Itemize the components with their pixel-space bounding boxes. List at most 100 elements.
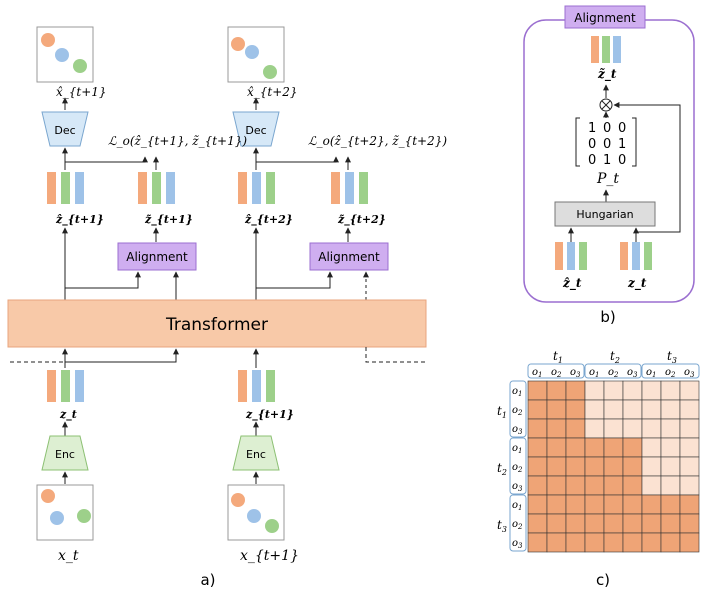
mask-cell: [622, 380, 643, 401]
recon-label-left: x̂_{t+1}: [56, 85, 107, 99]
mask-cell: [565, 475, 586, 496]
transformer-block: Transformer: [7, 299, 427, 348]
object-row-label: o3: [512, 424, 523, 436]
attention-mask-grid: [527, 380, 700, 553]
object-col-label: o2: [551, 367, 562, 379]
multiply-icon: [599, 98, 613, 112]
mask-cell: [660, 494, 681, 515]
panel-a-label: a): [200, 571, 215, 589]
mask-cell: [584, 513, 605, 534]
input-image-right: [227, 484, 285, 541]
mask-cell: [622, 399, 643, 420]
slots-ztilde-output: [591, 36, 621, 63]
alignment-box-right: Alignment: [309, 242, 389, 271]
encoder-right: Enc: [232, 435, 280, 471]
mask-cell: [527, 399, 548, 420]
mask-cell: [641, 532, 662, 553]
object-row-label: o2: [512, 462, 523, 474]
mask-cell: [679, 456, 700, 477]
object-col-label: o3: [684, 367, 695, 379]
mask-cell: [565, 418, 586, 439]
mask-cell: [527, 418, 548, 439]
mask-cell: [565, 456, 586, 477]
mask-cell: [565, 532, 586, 553]
mask-cell: [565, 494, 586, 515]
input-image-left: [36, 484, 94, 541]
object-col-label: o3: [570, 367, 581, 379]
matrix-cell: 0: [603, 121, 611, 136]
mask-cell: [527, 475, 548, 496]
matrix-cell: 0: [618, 121, 626, 136]
mask-cell: [546, 532, 567, 553]
dec-label: Dec: [245, 124, 266, 137]
matrix-cell: 0: [588, 137, 596, 152]
slots-z-input: [620, 242, 652, 270]
loss-left: ℒ_o(ẑ_{t+1}, z̃_{t+1}): [108, 134, 247, 148]
object-col-label: o1: [646, 367, 657, 379]
mask-cell: [660, 380, 681, 401]
zhat-right-label: ẑ_{t+2}: [244, 213, 293, 227]
mask-cell: [641, 494, 662, 515]
mask-cell: [546, 456, 567, 477]
panel-c-label: c): [596, 571, 610, 589]
mask-cell: [641, 475, 662, 496]
transformer-label: Transformer: [165, 315, 268, 335]
loss-right: ℒ_o(ẑ_{t+2}, z̃_{t+2}): [308, 134, 447, 148]
slots-zhat-input: [555, 242, 587, 270]
matrix-cell: 1: [603, 153, 611, 168]
permutation-matrix: 1 0 0 0 0 1 0 1 0: [575, 117, 637, 168]
matrix-cell: 0: [618, 153, 626, 168]
encoder-left: Enc: [41, 435, 89, 471]
ztilde-left-label: z̃_{t+1}: [144, 213, 193, 227]
alignment-label: Alignment: [318, 250, 380, 264]
mask-cell: [565, 399, 586, 420]
mask-cell: [565, 380, 586, 401]
mask-cell: [603, 494, 624, 515]
object-row-label: o2: [512, 405, 523, 417]
mask-cell: [603, 513, 624, 534]
mask-cell: [660, 532, 681, 553]
mask-cell: [546, 418, 567, 439]
object-col-label: o2: [608, 367, 619, 379]
mask-cell: [679, 380, 700, 401]
mask-cell: [584, 380, 605, 401]
mask-cell: [622, 513, 643, 534]
alignment-title: Alignment: [574, 11, 636, 25]
object-row-label: o1: [512, 443, 523, 455]
mask-cell: [584, 418, 605, 439]
mask-cell: [660, 399, 681, 420]
slots-z-left: [47, 370, 84, 402]
mask-cell: [641, 418, 662, 439]
mask-cell: [584, 456, 605, 477]
recon-label-right: x̂_{t+2}: [247, 85, 298, 99]
object-col-label: o1: [532, 367, 543, 379]
mask-cell: [584, 437, 605, 458]
mask-cell: [527, 456, 548, 477]
recon-image-right: [227, 26, 285, 83]
alignment-box-left: Alignment: [117, 242, 197, 271]
time-label-t1: t1: [553, 349, 563, 365]
mask-cell: [546, 513, 567, 534]
mask-cell: [679, 475, 700, 496]
mask-cell: [603, 456, 624, 477]
object-col-label: o1: [589, 367, 600, 379]
mask-cell: [603, 437, 624, 458]
mask-cell: [622, 475, 643, 496]
mask-cell: [660, 418, 681, 439]
z-left-label: z_t: [59, 408, 77, 422]
enc-label: Enc: [246, 448, 266, 461]
mask-cell: [546, 475, 567, 496]
mask-cell: [603, 532, 624, 553]
mask-cell: [660, 437, 681, 458]
mask-cell: [603, 399, 624, 420]
slots-z-right: [238, 370, 275, 402]
mask-cell: [527, 380, 548, 401]
panel-a: x̂_{t+1} x̂_{t+2} Dec Dec ℒ_o(ẑ_{t+1}, z…: [7, 26, 447, 589]
ztilde-right-label: z̃_{t+2}: [337, 213, 386, 227]
mask-cell: [546, 399, 567, 420]
recon-image-left: [36, 26, 94, 83]
z-label: z_t: [627, 276, 647, 291]
